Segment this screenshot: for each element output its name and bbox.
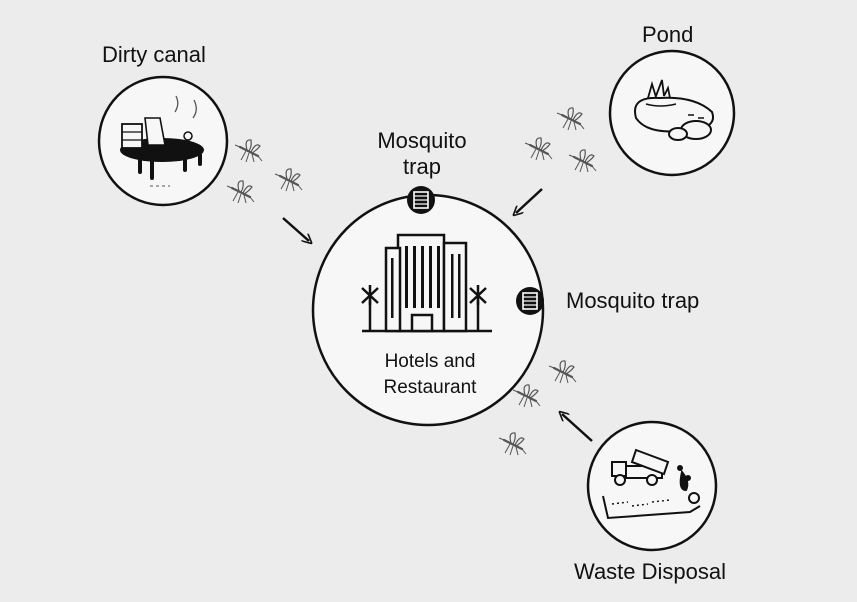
hub-label: Hotels and Restaurant [330,349,530,401]
mosquito-trap-top-label-line1: Mosquito [377,128,467,153]
pond-icon [634,79,714,141]
mosquito-icon [567,148,598,174]
arrow-canal-to-hub [282,217,309,241]
mosquito-trap-right-label: Mosquito trap [566,288,700,313]
mosquito-trap-top-icon [406,185,436,215]
mosquito-trap-top-label-line2: trap [403,154,441,179]
mosquito-icon [547,359,578,385]
polluted-canal-icon [120,95,204,187]
hub-label-line1: Hotels and [384,351,476,372]
dump-truck-icon [602,448,701,520]
hub-label-line2: Restaurant [383,377,477,398]
mosquito-icon [555,106,586,132]
dirty-canal-label: Dirty canal [102,42,206,67]
arrow-waste-to-hub [562,414,593,442]
waste-disposal-label: Waste Disposal [574,559,727,584]
mosquito-icon [225,179,256,205]
mosquito-icon [523,136,554,162]
mosquito-trap-top-label: Mosquito trap [352,128,492,180]
arrow-pond-to-hub [516,188,543,213]
mosquito-icon [233,138,264,164]
pond-label: Pond [642,22,694,47]
mosquito-icon [497,431,528,457]
mosquito-trap-right-icon [515,286,545,316]
mosquito-icon [273,167,304,193]
hotel-building-icon [361,233,492,333]
